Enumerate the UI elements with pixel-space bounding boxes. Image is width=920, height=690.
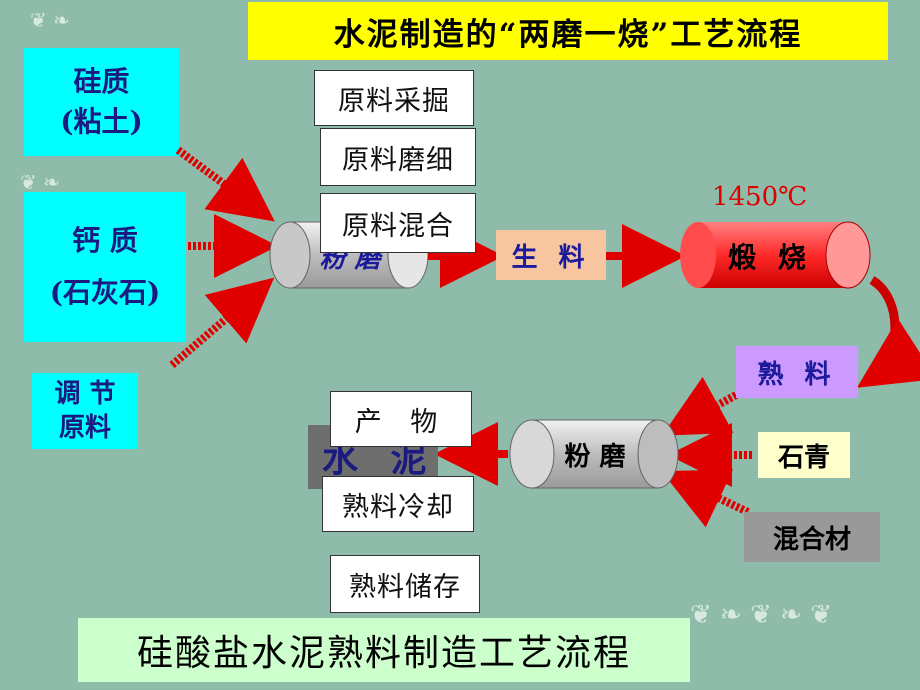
step-product: 产 物: [330, 391, 472, 447]
arrow-adjust-to-mill: [169, 277, 275, 369]
decorative-ornament-left: ❦ ❧: [20, 170, 60, 194]
arrow-blend-to-mill2: [661, 469, 750, 528]
silica-material-box: 硅质 (粘土): [24, 48, 179, 156]
step-mining: 原料采掘: [314, 70, 474, 126]
adjusting-label-line1: 调 节: [54, 379, 116, 409]
step-storage: 熟料储存: [330, 555, 480, 613]
arrow-silica-to-mill: [175, 146, 275, 222]
step-raw-grinding: 原料磨细: [320, 128, 476, 186]
adjusting-label-line2: 原料: [58, 413, 111, 443]
mill-2-cylinder: [509, 419, 679, 489]
adjusting-material-box: 调 节 原料: [32, 373, 138, 449]
calcium-label: 钙 质: [72, 224, 138, 257]
step-mixing: 原料混合: [320, 193, 476, 253]
decorative-ornament-bottom-right: ❦ ❧ ❦ ❧ ❦: [690, 600, 832, 630]
silica-sub-label: (粘土): [60, 105, 143, 138]
clinker-label: 熟 料: [736, 346, 858, 398]
mill-2-label: 粉 磨: [564, 441, 626, 472]
arrow-clinker-to-mill2: [661, 376, 738, 436]
raw-meal-label: 生 料: [496, 230, 606, 280]
kiln-temperature: 1450℃: [712, 182, 808, 212]
gypsum-label: 石青: [758, 432, 850, 478]
silica-label: 硅质: [73, 65, 130, 98]
blend-material-label: 混合材: [744, 512, 880, 562]
diagram-title: 水泥制造的“两磨一烧”工艺流程: [248, 2, 888, 60]
decorative-ornament-top-left: ❦ ❧: [30, 8, 70, 32]
calcium-material-box: 钙 质 (石灰石): [24, 192, 186, 342]
kiln-cylinder: [680, 221, 871, 289]
kiln-label: 煅 烧: [728, 241, 812, 274]
arrow-kiln-to-clinker: [856, 276, 920, 388]
calcium-sub-label: (石灰石): [49, 276, 161, 309]
bottom-banner-title: 硅酸盐水泥熟料制造工艺流程: [78, 618, 690, 682]
step-cooling: 熟料冷却: [322, 476, 474, 532]
